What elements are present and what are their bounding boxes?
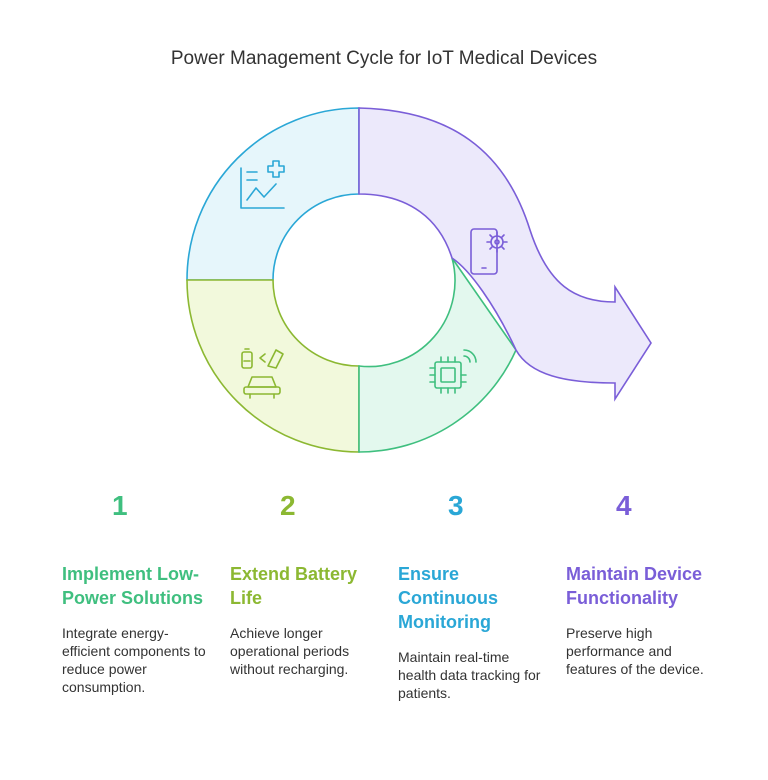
segment-arrow bbox=[358, 107, 652, 402]
step-3: 3 Ensure Continuous Monitoring Maintain … bbox=[398, 490, 548, 702]
step-description: Achieve longer operational periods witho… bbox=[230, 625, 350, 677]
step-heading: Implement Low-Power Solutions bbox=[62, 564, 204, 608]
step-number: 2 bbox=[280, 490, 296, 521]
phone-gear-icon bbox=[470, 228, 508, 275]
segment-bottom-right bbox=[358, 257, 517, 453]
segment-bottom-left bbox=[186, 279, 360, 453]
step-heading: Extend Battery Life bbox=[230, 564, 358, 608]
step-1: 1 Implement Low-Power Solutions Integrat… bbox=[62, 490, 212, 696]
battery-car-icon bbox=[241, 348, 284, 399]
page-title: Power Management Cycle for IoT Medical D… bbox=[170, 48, 598, 69]
segment-top-left bbox=[186, 107, 360, 281]
step-heading: Ensure Continuous Monitoring bbox=[398, 564, 498, 632]
step-description: Integrate energy-efficient components to… bbox=[62, 625, 206, 695]
step-2: 2 Extend Battery Life Achieve longer ope… bbox=[230, 490, 380, 678]
step-number: 4 bbox=[616, 490, 632, 521]
step-description: Maintain real-time health data tracking … bbox=[398, 649, 541, 701]
step-4: 4 Maintain Device Functionality Preserve… bbox=[566, 490, 716, 678]
step-description: Preserve high performance and features o… bbox=[566, 625, 704, 677]
step-heading: Maintain Device Functionality bbox=[566, 564, 703, 608]
step-number: 3 bbox=[448, 490, 464, 521]
medical-chart-icon bbox=[240, 160, 285, 209]
step-number: 1 bbox=[112, 490, 128, 521]
chip-signal-icon bbox=[429, 349, 477, 394]
cycle-diagram bbox=[186, 107, 652, 453]
